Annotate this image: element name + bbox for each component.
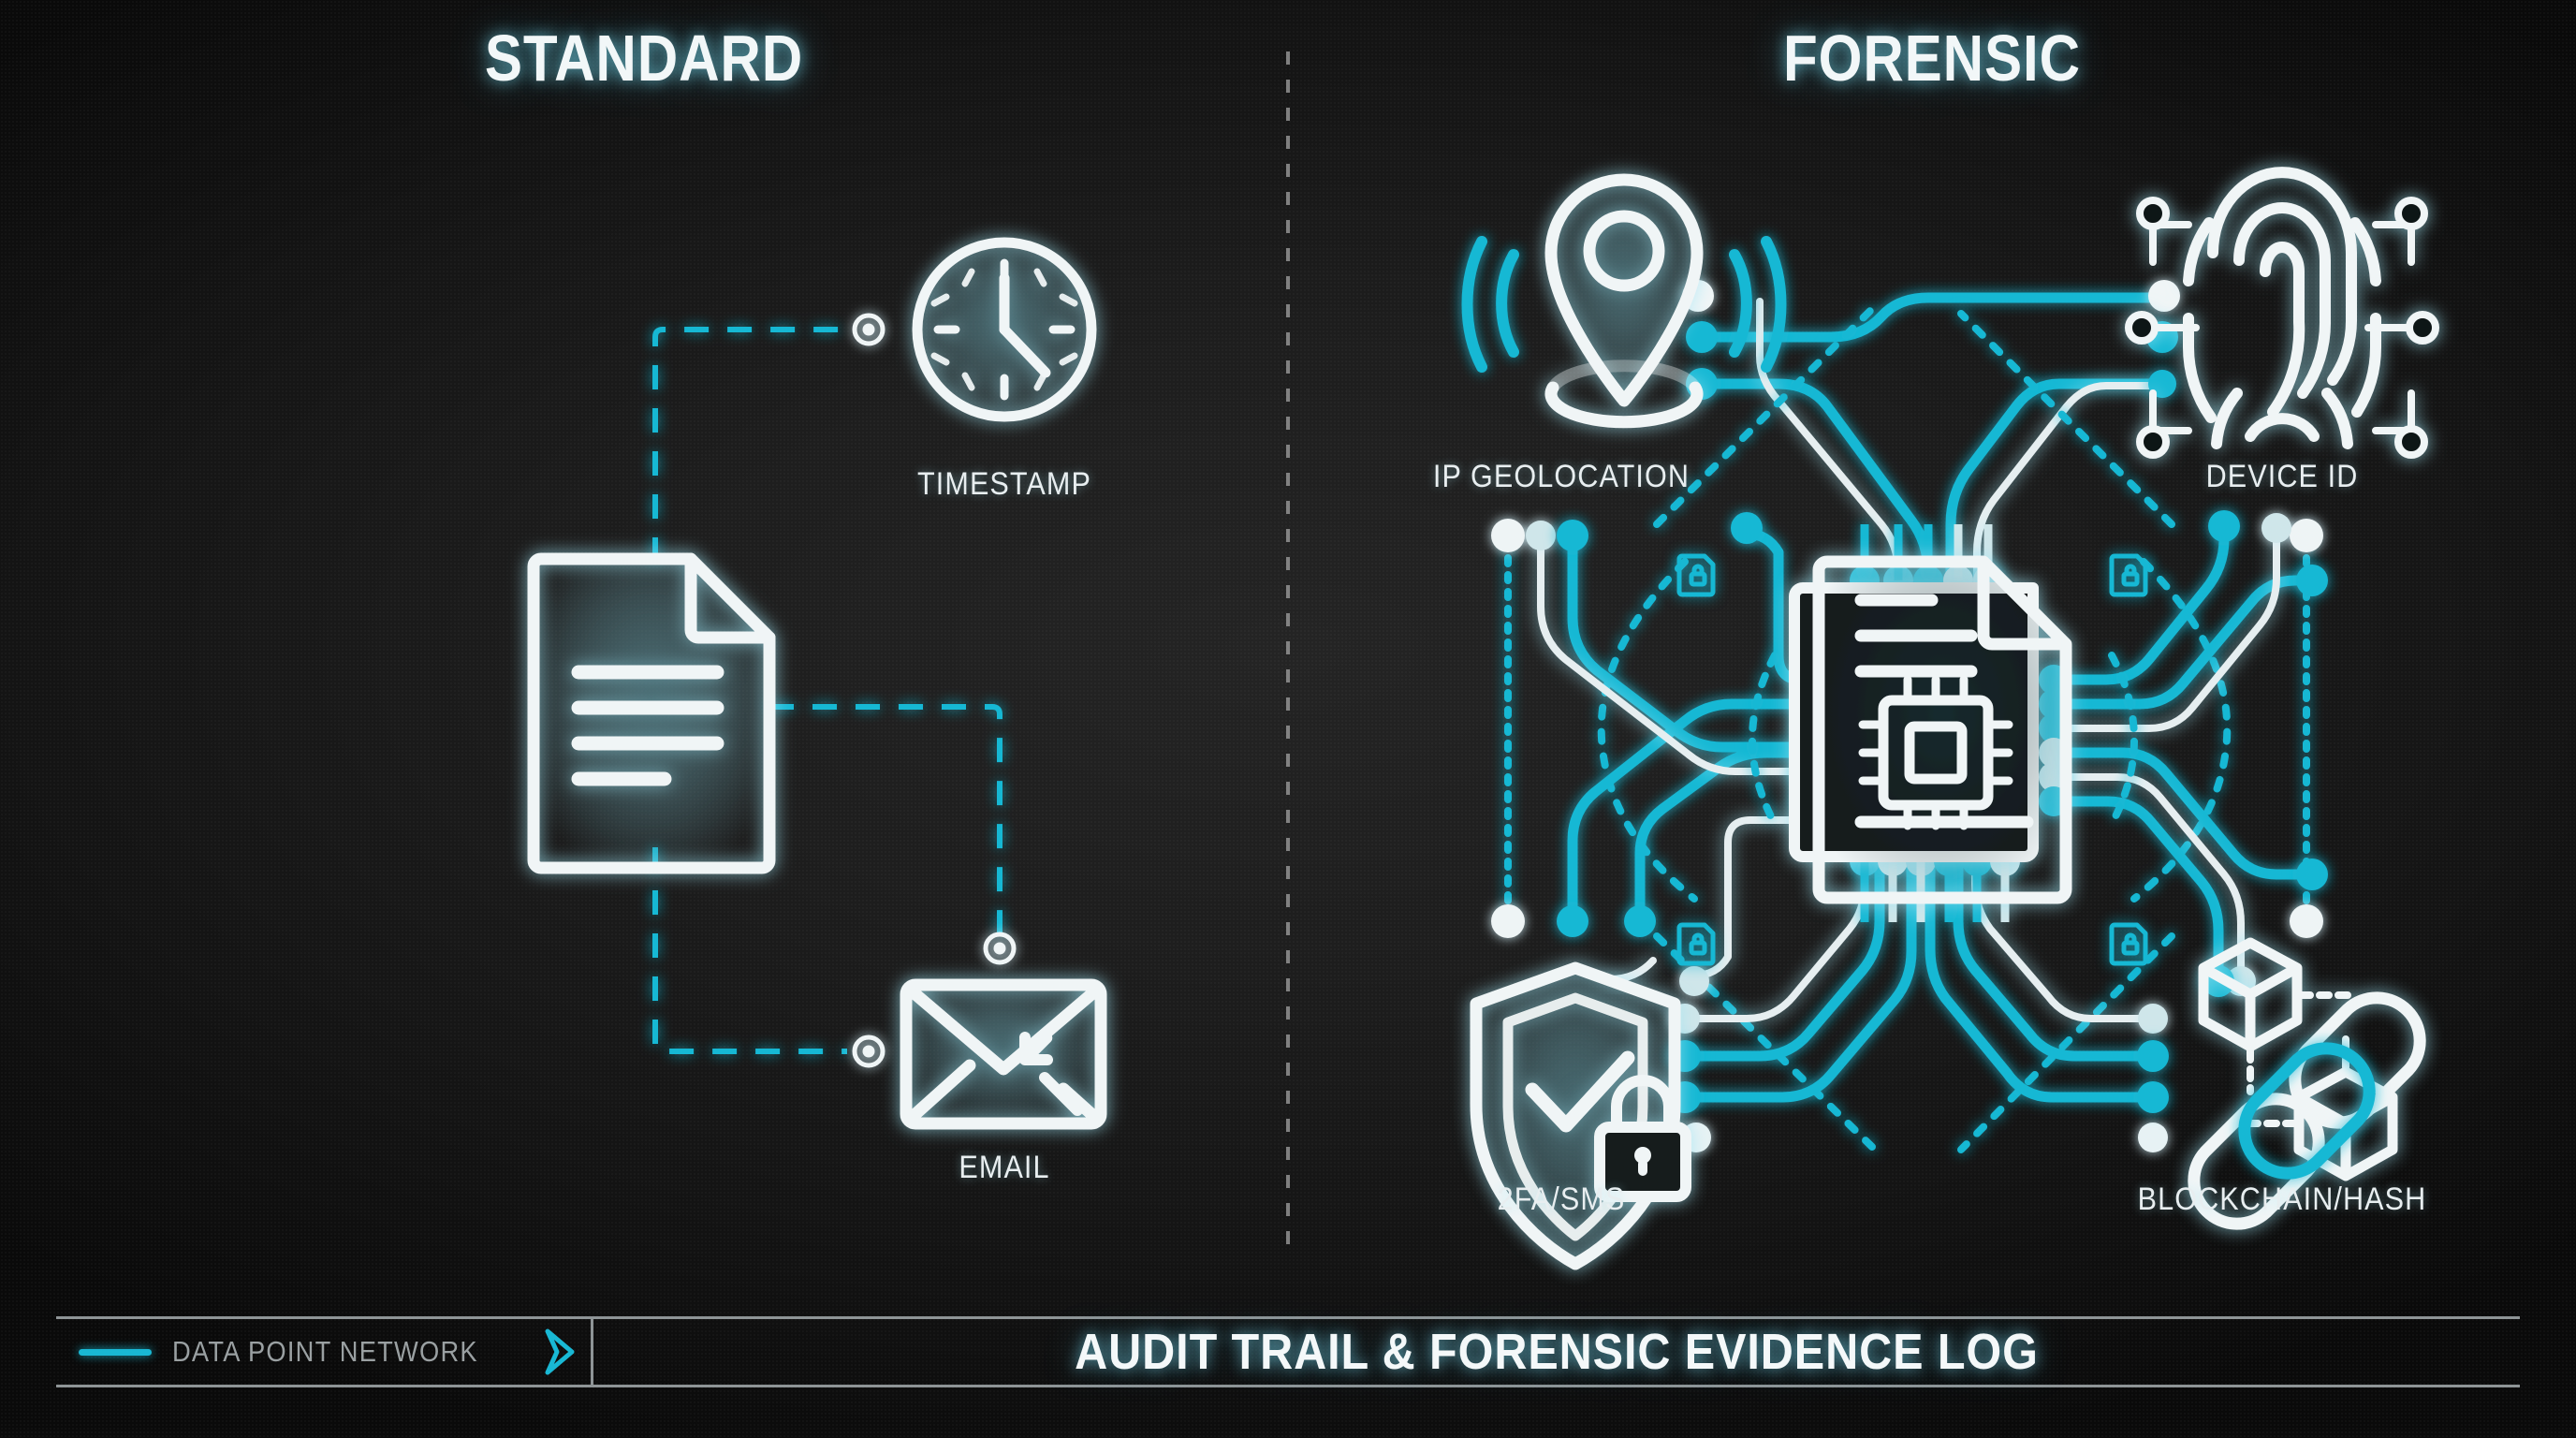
envelope-cursor-icon xyxy=(900,978,1107,1130)
legend-color-swatch xyxy=(79,1348,152,1356)
chevron-right-icon xyxy=(540,1328,578,1376)
document-icon xyxy=(527,552,776,874)
shield-check-lock-icon xyxy=(1470,961,1691,1270)
file-lock-badges xyxy=(1676,553,2148,966)
map-pin-signal-icon xyxy=(1544,173,1704,429)
document-with-chip-icon xyxy=(1789,555,2072,904)
node-label-ip-geolocation: IP GEOLOCATION xyxy=(1432,459,1690,494)
node-label-timestamp: TIMESTAMP xyxy=(917,466,1091,502)
standard-connector-nodes xyxy=(852,313,1017,1068)
panel-title-forensic: FORENSIC xyxy=(1783,22,2081,95)
footer-title: AUDIT TRAIL & FORENSIC EVIDENCE LOG xyxy=(1075,1324,2039,1380)
footer-bar: DATA POINT NETWORK AUDIT TRAIL & FORENSI… xyxy=(56,1316,2520,1387)
clock-icon xyxy=(912,237,1097,422)
node-label-device-id: DEVICE ID xyxy=(2205,459,2359,494)
standard-connectors xyxy=(652,327,1003,1054)
node-label-email: EMAIL xyxy=(959,1150,1050,1185)
legend-label: DATA POINT NETWORK xyxy=(172,1335,478,1368)
node-label-blockchain-hash: BLOCKCHAIN/HASH xyxy=(2137,1181,2427,1217)
legend: DATA POINT NETWORK xyxy=(56,1319,593,1385)
node-label-2fa-sms: 2FA/SMS xyxy=(1497,1181,1626,1217)
chain-link-accent-icon xyxy=(2238,1042,2376,1180)
signal-wave-icon xyxy=(1461,236,1787,373)
fingerprint-icon xyxy=(2125,167,2439,459)
panel-title-standard: STANDARD xyxy=(484,22,804,95)
